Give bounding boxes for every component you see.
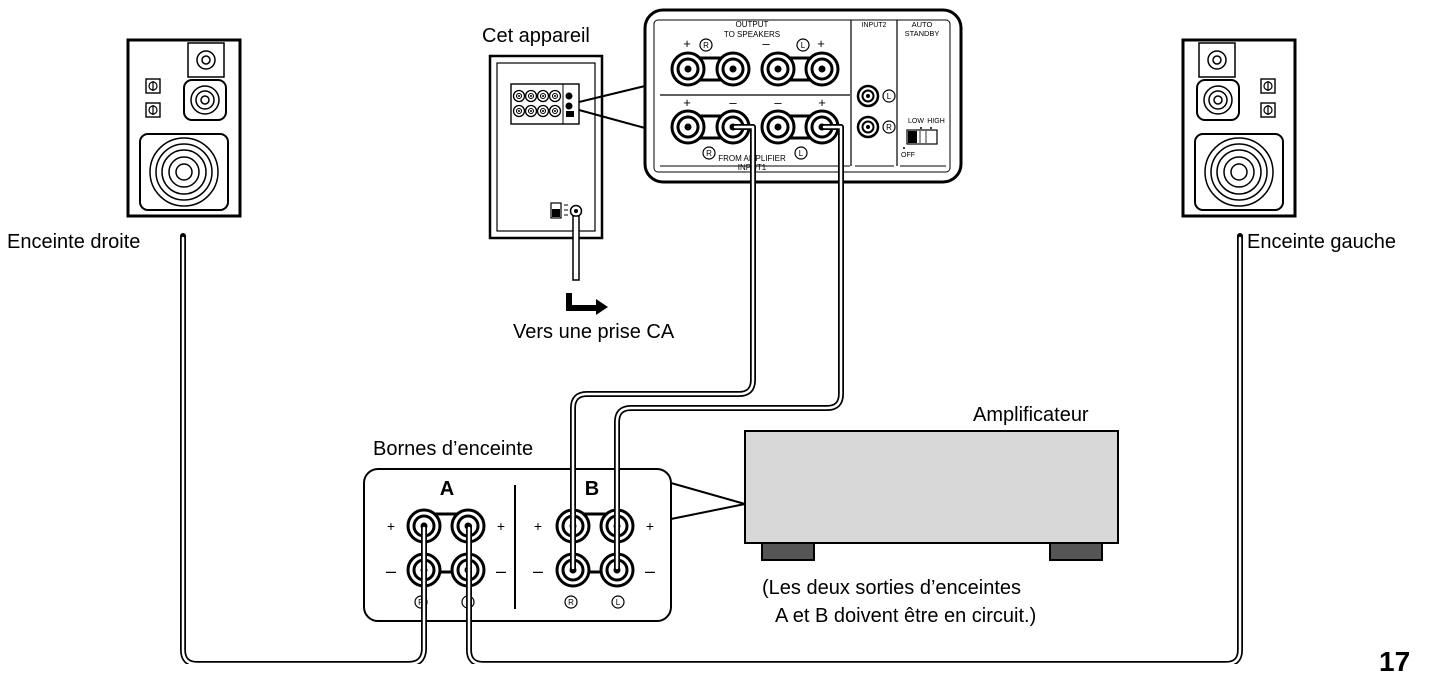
group-b-label: B [585, 478, 599, 500]
left-speaker-label: Enceinte gauche [1247, 231, 1397, 253]
device-rear-view [488, 54, 646, 240]
input1-terminals [670, 109, 840, 145]
input2-label: INPUT2 [862, 22, 887, 29]
power-cord [566, 215, 608, 315]
ac-outlet-label: Vers une prise CA [513, 321, 675, 343]
device-label: Cet appareil [482, 25, 590, 47]
input2-rca-jacks [856, 84, 896, 139]
mini-terminal-row-bottom [512, 104, 562, 118]
output-terminals [670, 51, 840, 87]
group-a-label: A [440, 478, 454, 500]
minus-sign: – [533, 561, 543, 581]
plus-sign: + [683, 95, 691, 110]
auto-label: AUTO [912, 20, 933, 29]
auto-standby-switch: LOW HIGH OFF [901, 118, 945, 159]
amplifier-label: Amplificateur [973, 404, 1089, 426]
outlet-arrow-icon [566, 293, 608, 315]
plus-sign: + [534, 518, 542, 534]
speaker-cables-inner [181, 125, 1242, 664]
page-number: 17 [1379, 646, 1411, 677]
speaker-terminals-label: Bornes d’enceinte [373, 438, 534, 460]
minus-sign: – [729, 95, 737, 110]
plus-sign: + [646, 518, 654, 534]
amplifier [744, 430, 1119, 561]
plus-sign: + [818, 95, 826, 110]
plus-sign: + [387, 518, 395, 534]
note-line-2: A et B doivent être en circuit.) [775, 605, 1037, 627]
plus-sign: + [683, 36, 691, 51]
minus-sign: – [774, 95, 782, 110]
off-label: OFF [901, 152, 915, 159]
minus-sign: – [762, 36, 770, 51]
mini-terminal-row-top [512, 89, 562, 103]
plus-sign: + [817, 36, 825, 51]
output-title: OUTPUT [736, 20, 769, 29]
minus-sign: – [386, 561, 396, 581]
standby-label: STANDBY [905, 29, 940, 38]
left-speaker [1181, 38, 1297, 218]
right-speaker [126, 38, 242, 218]
minus-sign: – [645, 561, 655, 581]
speaker-cables [180, 124, 1243, 664]
plus-sign: + [497, 518, 505, 534]
minus-sign: – [496, 561, 506, 581]
to-speakers-label: TO SPEAKERS [724, 30, 780, 39]
right-speaker-label: Enceinte droite [7, 231, 141, 253]
note-line-1: (Les deux sorties d’enceintes [762, 577, 1022, 599]
low-label: LOW [908, 118, 924, 125]
high-label: HIGH [927, 118, 945, 125]
rear-panel-detail: OUTPUT TO SPEAKERS INPUT2 AUTO STANDBY +… [643, 8, 963, 184]
